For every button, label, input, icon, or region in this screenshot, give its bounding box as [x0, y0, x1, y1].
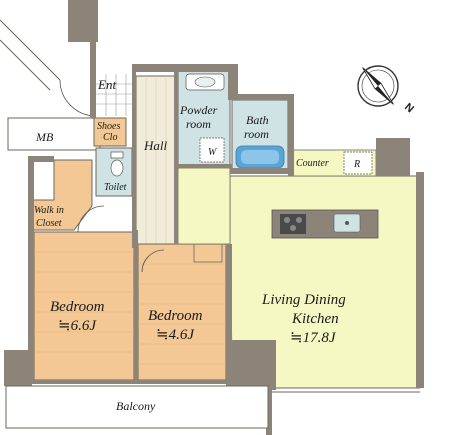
- bedroom2-size: ≒4.6J: [156, 327, 195, 343]
- bath-room: Bath room: [231, 99, 289, 171]
- entrance-label: Ent: [97, 77, 116, 92]
- kitchen-island: [271, 209, 379, 239]
- fridge-mark: R: [353, 159, 360, 170]
- bedroom-1: Bedroom ≒6.6J: [33, 205, 135, 381]
- sink-icon: [185, 73, 225, 91]
- walk-in-label-1: Walk in: [34, 205, 64, 216]
- walk-in-label-2: Closet: [36, 218, 62, 229]
- stove-icon: [280, 214, 306, 234]
- ldk-label-2: Kitchen: [291, 311, 339, 327]
- mb-area: MB: [0, 0, 101, 151]
- mb-room: [7, 117, 101, 151]
- washer-space: [199, 137, 225, 163]
- toilet-label: Toilet: [104, 182, 127, 193]
- balcony-label: Balcony: [116, 399, 156, 413]
- hall: Hall: [135, 75, 177, 245]
- mb-label: MB: [35, 130, 54, 144]
- counter-label: Counter: [296, 158, 329, 169]
- powder-label-1: Powder: [179, 103, 218, 117]
- compass-icon: N: [357, 65, 416, 115]
- ldk-entry: [177, 167, 231, 245]
- walls: [4, 40, 424, 435]
- walk-in-closet: Walk in Closet: [31, 159, 93, 231]
- shoes-label-2: Clo: [103, 132, 117, 143]
- entrance: Ent: [59, 74, 134, 117]
- ldk: Counter R Living Dining Kitchen ≒17.8J: [177, 149, 421, 389]
- powder-room: Powder room W: [177, 69, 231, 167]
- shoes-label-1: Shoes: [97, 121, 120, 132]
- bedroom1-label: Bedroom: [50, 299, 105, 315]
- bathtub-icon: [235, 145, 285, 169]
- bath-label-1: Bath: [246, 113, 269, 127]
- powder-label-2: room: [186, 117, 211, 131]
- ldk-size: ≒17.8J: [290, 330, 337, 346]
- hall-label: Hall: [143, 138, 168, 153]
- ldk-label-1: Living Dining: [261, 292, 346, 308]
- bedroom2-label: Bedroom: [148, 308, 203, 324]
- bedroom-2: Bedroom ≒4.6J: [137, 243, 227, 381]
- entrance-floor: [96, 74, 134, 116]
- fridge-space: [343, 151, 373, 175]
- bedroom1-size: ≒6.6J: [58, 318, 97, 334]
- shaft-wall: [68, 0, 98, 42]
- bedroom2-closet: [193, 243, 223, 263]
- bath-label-2: room: [244, 127, 269, 141]
- toilet-icon: [110, 151, 124, 177]
- entry-door: [59, 79, 97, 117]
- sink-icon-kitchen: [333, 213, 361, 233]
- compass-north-label: N: [402, 101, 416, 115]
- toilet-room: Toilet: [95, 147, 151, 197]
- balcony: Balcony: [5, 385, 420, 429]
- shoes-closet: Shoes Clo: [93, 117, 127, 147]
- washer-mark: W: [208, 147, 218, 158]
